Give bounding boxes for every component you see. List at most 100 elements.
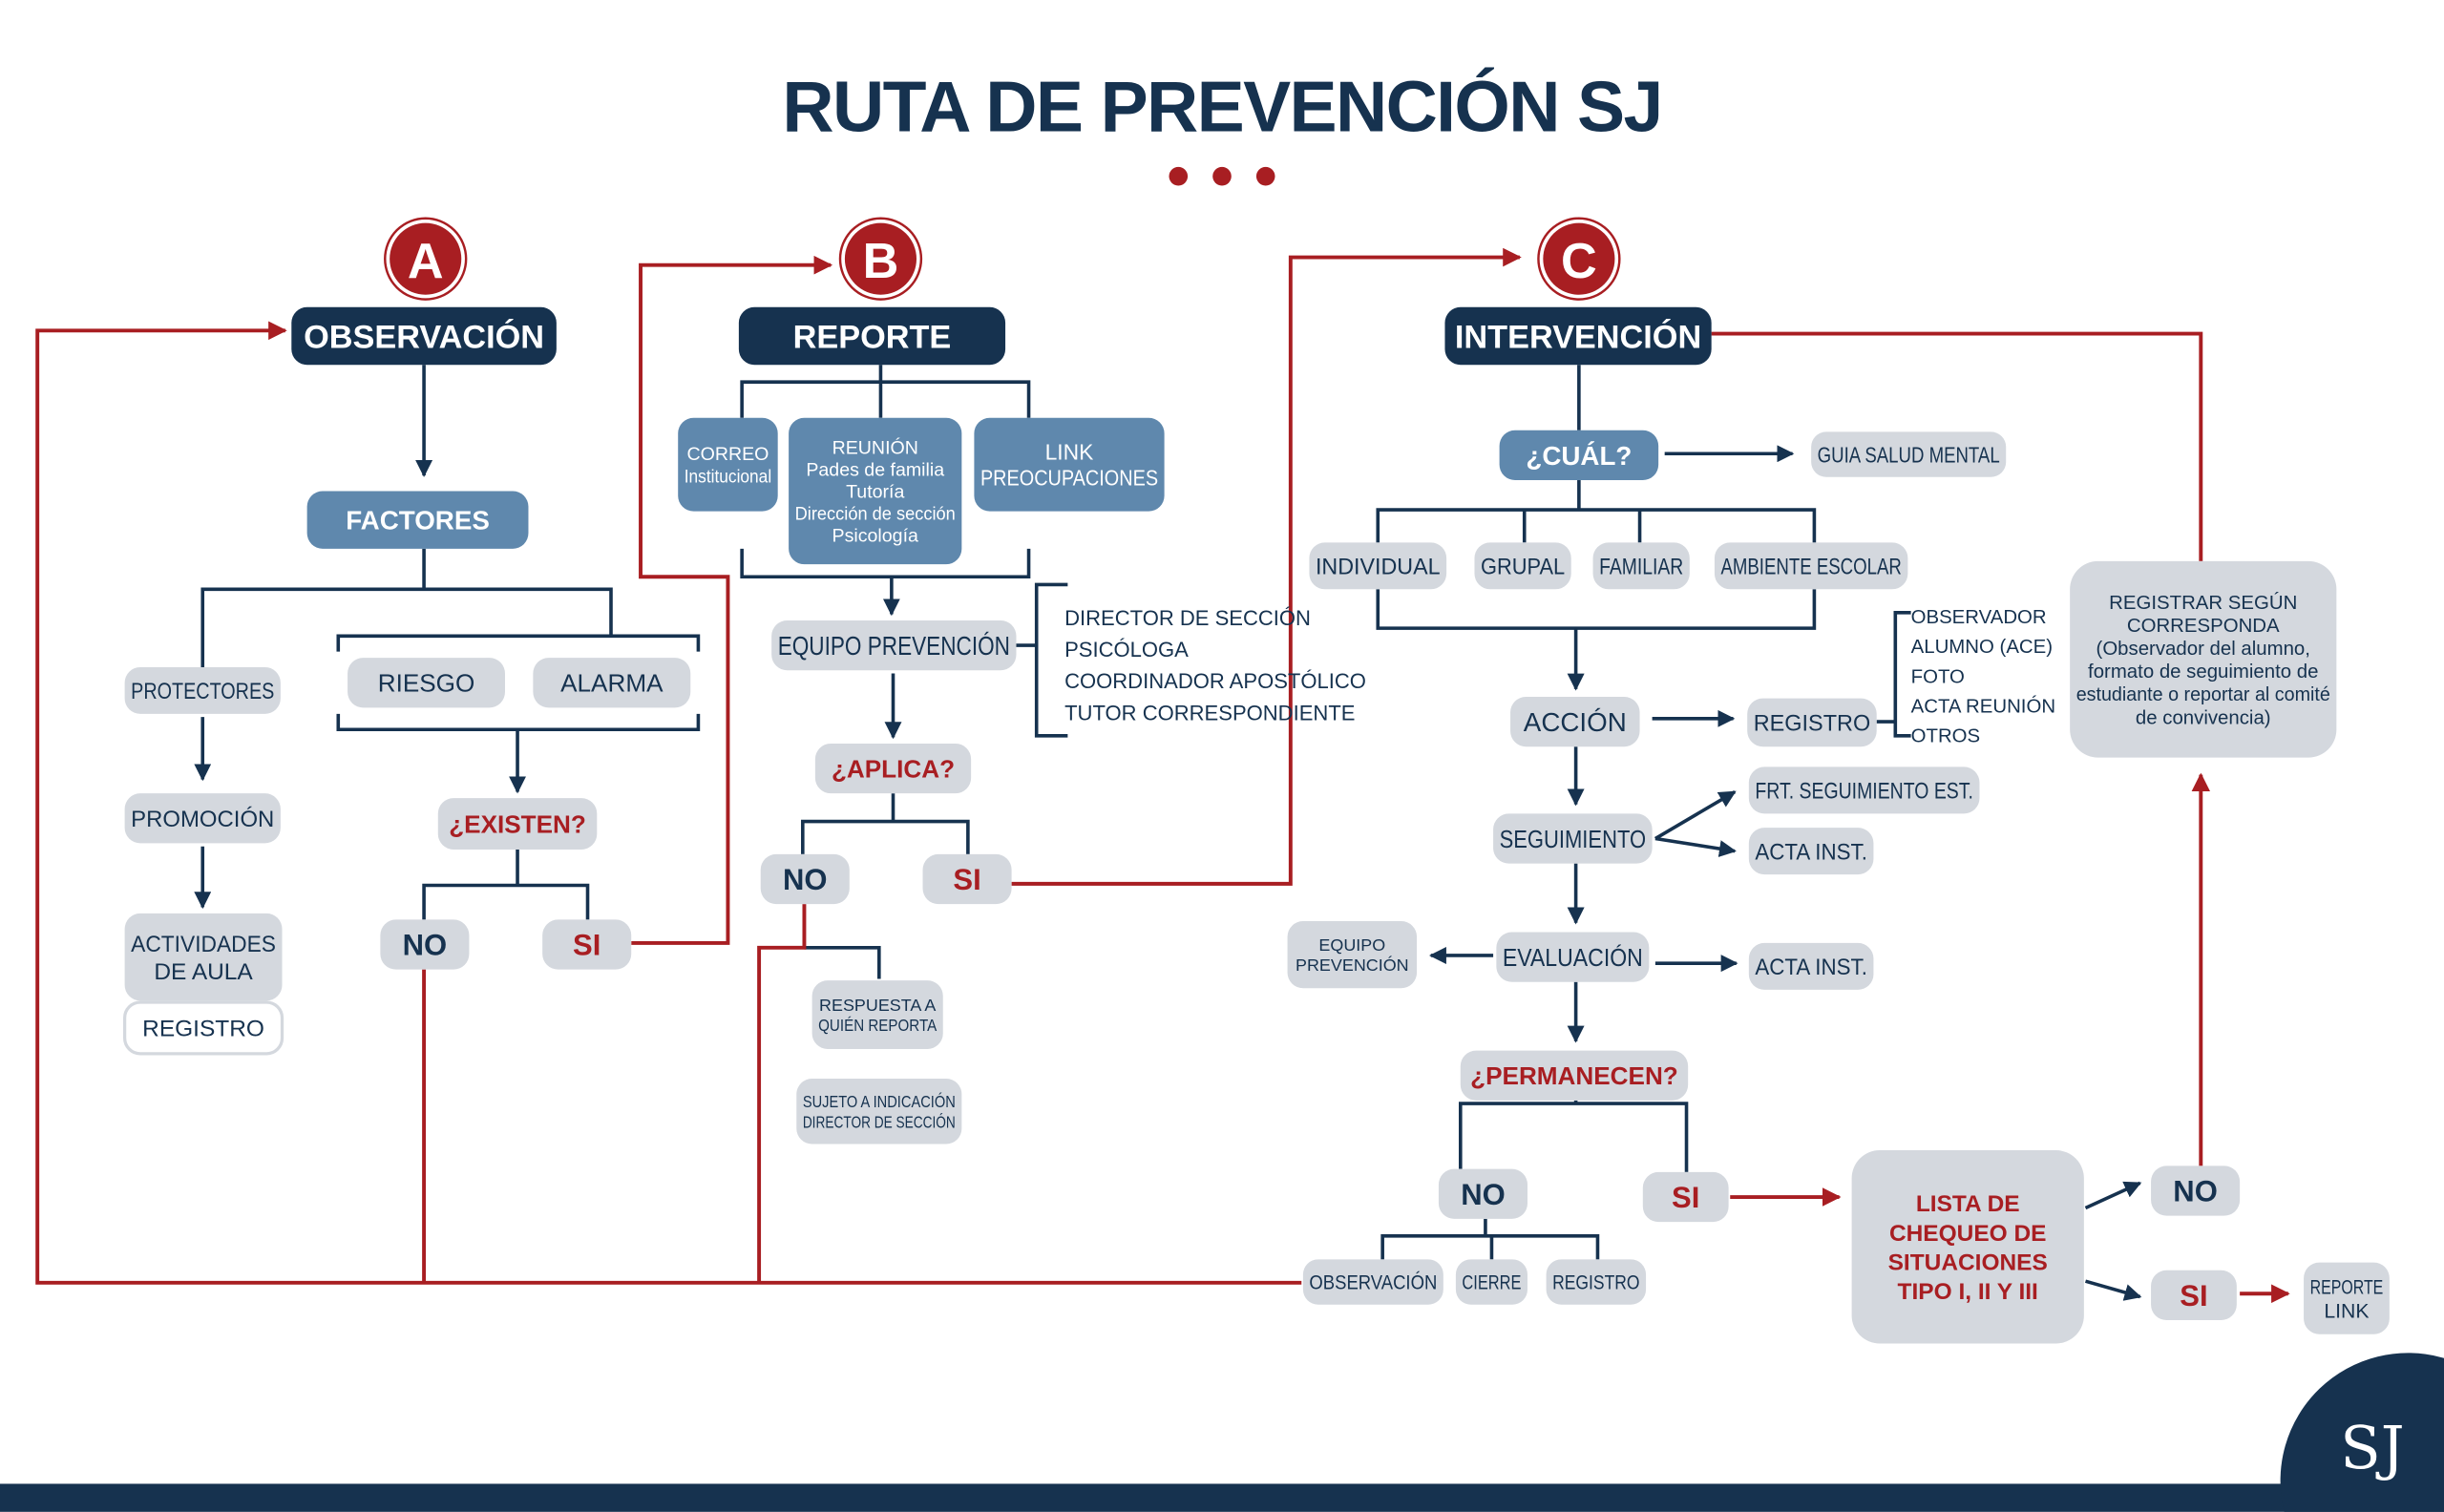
sj-logo-text: SJ bbox=[2340, 1413, 2404, 1482]
node-label: ¿PERMANECEN? bbox=[1470, 1061, 1678, 1090]
node-shape bbox=[1748, 828, 1874, 875]
node-shape bbox=[2304, 1262, 2390, 1334]
node-shape bbox=[1510, 696, 1640, 747]
observacion-header: OBSERVACIÓN bbox=[291, 306, 557, 366]
registro-item: OBSERVADOR bbox=[1911, 607, 2047, 628]
badge-a: A bbox=[384, 217, 468, 301]
node-shape bbox=[1309, 542, 1447, 590]
node-shape bbox=[922, 853, 1012, 905]
node-shape bbox=[1496, 932, 1650, 982]
node-label: SI bbox=[1672, 1181, 1699, 1214]
node-shape bbox=[1287, 921, 1418, 989]
node-label: RIESGO bbox=[378, 669, 475, 698]
free-text-lists: DIRECTOR DE SECCIÓNPSICÓLOGACOORDINADOR … bbox=[1064, 606, 2055, 746]
sj-logo: SJ bbox=[0, 1353, 2444, 1512]
cual-box: ¿CUÁL? bbox=[1499, 430, 1659, 481]
acta-inst-box-2: ACTA INST. bbox=[1748, 942, 1874, 990]
node-shape bbox=[974, 417, 1165, 512]
node-shape bbox=[1474, 542, 1571, 590]
connector bbox=[740, 380, 1031, 418]
node-label: CIERRE bbox=[1462, 1272, 1521, 1294]
node-label: ALARMA bbox=[560, 669, 664, 698]
node-shape bbox=[796, 1078, 962, 1144]
frt-seguimiento-box: FRT. SEGUIMIENTO EST. bbox=[1748, 766, 1980, 814]
node-label: QUIÉN REPORTA bbox=[818, 1016, 937, 1035]
node-label: FAMILIAR bbox=[1599, 555, 1683, 580]
no-d-box: NO bbox=[2151, 1166, 2241, 1216]
connector bbox=[1459, 1102, 1689, 1172]
node-shape bbox=[1493, 813, 1653, 864]
no-a-box: NO bbox=[380, 919, 470, 970]
logo-disc bbox=[2280, 1353, 2444, 1512]
node-shape bbox=[760, 853, 850, 905]
node-label: DE AULA bbox=[154, 959, 253, 985]
cierre-box: CIERRE bbox=[1455, 1259, 1528, 1305]
equipo-member: DIRECTOR DE SECCIÓN bbox=[1064, 606, 1311, 630]
node-label: ¿CUÁL? bbox=[1526, 441, 1632, 471]
node-label: (Observador del alumno, bbox=[2096, 639, 2310, 660]
node-shape bbox=[1642, 1171, 1729, 1223]
node-label: INDIVIDUAL bbox=[1316, 555, 1441, 580]
arrow bbox=[1654, 836, 1737, 857]
registro-item: ACTA REUNIÓN bbox=[1911, 695, 2055, 717]
node-label: NO bbox=[403, 929, 448, 962]
node-label: INTERVENCIÓN bbox=[1455, 317, 1701, 355]
connector bbox=[1376, 508, 1817, 543]
node-label: OBSERVACIÓN bbox=[1309, 1270, 1437, 1294]
evaluacion-box: EVALUACIÓN bbox=[1496, 932, 1650, 982]
node-label: SI bbox=[573, 929, 600, 962]
node-label: AMBIENTE ESCOLAR bbox=[1720, 555, 1901, 580]
arrow bbox=[1654, 790, 1737, 841]
permanecen-box: ¿PERMANECEN? bbox=[1460, 1050, 1689, 1101]
node-label: Tutoría bbox=[846, 482, 904, 503]
node-label: REPORTE bbox=[2310, 1276, 2384, 1298]
node-label: REUNIÓN bbox=[832, 436, 918, 458]
node-label: SI bbox=[953, 863, 980, 896]
si-b-box: SI bbox=[922, 853, 1012, 905]
node-label: FRT. SEGUIMIENTO EST. bbox=[1755, 779, 1973, 805]
node-shape bbox=[771, 620, 1017, 671]
registro-c-box: REGISTRO bbox=[1747, 698, 1877, 747]
equipo-member: PSICÓLOGA bbox=[1064, 638, 1189, 662]
observacion-cierre-box: OBSERVACIÓN bbox=[1302, 1259, 1443, 1305]
node-shape bbox=[1499, 430, 1659, 481]
node-shape bbox=[1592, 542, 1690, 590]
node-label: ¿APLICA? bbox=[832, 754, 955, 783]
node-label: SUJETO A INDICACIÓN bbox=[803, 1091, 956, 1111]
connector bbox=[1034, 582, 1068, 738]
riesgo-box: RIESGO bbox=[348, 658, 505, 708]
no-c-box: NO bbox=[1438, 1168, 1528, 1219]
title-dots bbox=[1169, 166, 1275, 186]
intervencion-header: INTERVENCIÓN bbox=[1444, 306, 1712, 366]
node-label: PROTECTORES bbox=[131, 679, 274, 704]
node-shape bbox=[2151, 1166, 2241, 1216]
node-label: ACTA INST. bbox=[1755, 955, 1867, 980]
node-label: NO bbox=[783, 863, 828, 896]
node-shape bbox=[1302, 1259, 1443, 1305]
node-shape bbox=[2151, 1270, 2237, 1321]
node-shape bbox=[814, 743, 972, 794]
footer-bar bbox=[0, 1483, 2444, 1512]
node-label: PREOCUPACIONES bbox=[980, 465, 1158, 490]
node-shape bbox=[122, 1000, 284, 1056]
arrow bbox=[35, 321, 1302, 1285]
node-label: OBSERVACIÓN bbox=[304, 317, 544, 355]
node-label: REGISTRO bbox=[1552, 1272, 1639, 1294]
arrow bbox=[631, 255, 833, 945]
node-label: Pades de familia bbox=[806, 459, 944, 480]
page-title: RUTA DE PREVENCIÓN SJ bbox=[782, 66, 1661, 146]
node-label: LISTA DE bbox=[1916, 1191, 2020, 1217]
registro-item: OTROS bbox=[1911, 725, 1981, 746]
ambiente-escolar-box: AMBIENTE ESCOLAR bbox=[1714, 542, 1908, 590]
acta-inst-box-1: ACTA INST. bbox=[1748, 828, 1874, 875]
node-shape bbox=[542, 919, 632, 970]
connector bbox=[804, 946, 881, 979]
badge-letter: A bbox=[408, 234, 444, 289]
aplica-box: ¿APLICA? bbox=[814, 743, 972, 794]
equipo-prevencion-box: EQUIPO PREVENCIÓN bbox=[771, 620, 1017, 671]
node-label: NO bbox=[1461, 1178, 1506, 1211]
